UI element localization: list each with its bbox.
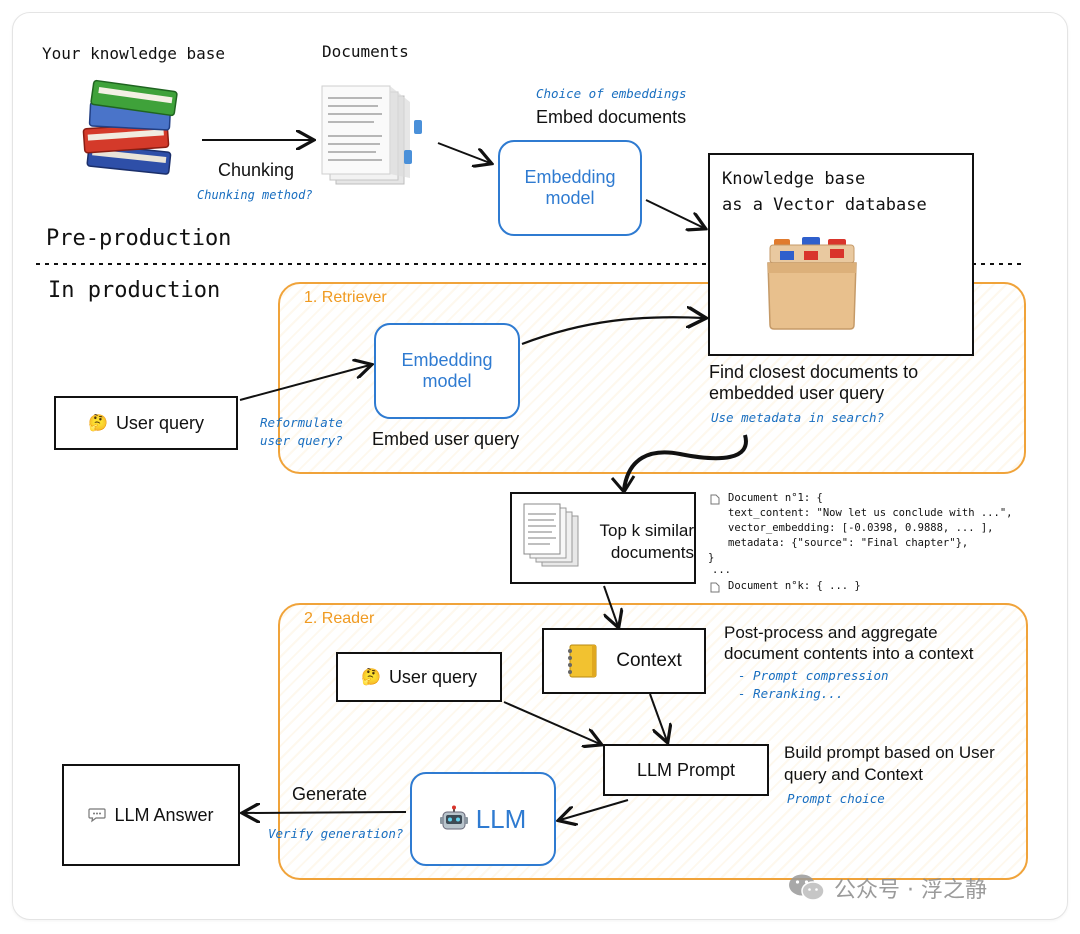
document-pages-icon — [321, 85, 422, 185]
embed-documents-label: Embed documents — [536, 107, 687, 127]
snippet-line-7: Document n°k: { ... } — [728, 580, 861, 592]
llm-answer-box: LLM Answer — [62, 764, 240, 866]
user-query-box: 🤔 User query — [54, 396, 238, 450]
snippet-line-5: } — [708, 552, 715, 564]
thinking-face-icon: 🤔 — [88, 415, 108, 432]
build-prompt-label: Build prompt based on User query and Con… — [784, 743, 995, 784]
document-stack-icon — [523, 503, 579, 567]
doc-icon-1 — [710, 494, 720, 505]
books-icon — [82, 79, 178, 175]
llm-label: LLM — [475, 803, 527, 834]
wechat-icon — [789, 874, 825, 901]
query-embedding-model-box: Embedding model — [374, 323, 520, 419]
context-box: Context — [542, 628, 706, 694]
generate-label: Generate — [292, 784, 368, 804]
prompt-choice-annotation: Prompt choice — [787, 791, 885, 806]
embed-user-query-label: Embed user query — [372, 429, 520, 449]
reformulate-annotation: Reformulate user query? — [260, 415, 343, 448]
user-query-box-2: 🤔 User query — [336, 652, 502, 702]
watermark-text: 公众号 · 浮之静 — [834, 878, 987, 903]
robot-icon — [439, 805, 468, 830]
production-stage-label: In production — [48, 278, 221, 303]
top-k-box: Top k similar documents — [510, 492, 696, 584]
retriever-title: 1. Retriever — [304, 289, 387, 306]
watermark: 公众号 · 浮之静 — [788, 872, 987, 904]
top-k-label: Top k similar documents — [599, 521, 694, 562]
speech-bubble-icon — [88, 808, 107, 823]
context-label: Context — [616, 650, 682, 671]
preproduction-stage-label: Pre-production — [46, 226, 232, 251]
snippet-line-2: text_content: "Now let us conclude with … — [728, 507, 1013, 519]
snippet-line-3: vector_embedding: [-0.0398, 0.9888, ... … — [728, 522, 994, 534]
postprocess-label: Post-process and aggregate document cont… — [724, 623, 974, 663]
vector-db-title-line1: Knowledge base — [722, 169, 866, 189]
documents-label: Documents — [322, 42, 409, 61]
file-cabinet-icon — [767, 237, 857, 330]
chunking-label: Chunking — [218, 160, 295, 180]
vector-database-box: Knowledge base as a Vector database — [708, 153, 974, 356]
verify-generation-annotation: Verify generation? — [268, 826, 404, 841]
llm-answer-label: LLM Answer — [114, 804, 214, 825]
user-query-label: User query — [115, 412, 204, 433]
notebook-icon — [568, 644, 597, 678]
llm-prompt-label: LLM Prompt — [636, 759, 736, 780]
prompt-compression-annotation: - Prompt compression — [738, 668, 889, 683]
snippet-line-6: ... — [712, 564, 731, 576]
chunking-method-annotation: Chunking method? — [197, 188, 313, 202]
snippet-line-4: metadata: {"source": "Final chapter"}, — [728, 537, 969, 549]
reader-title: 2. Reader — [304, 610, 375, 627]
find-closest-label: Find closest documents to embedded user … — [709, 362, 919, 403]
snippet-line-1: Document n°1: { — [728, 492, 823, 504]
use-metadata-annotation: Use metadata in search? — [711, 410, 885, 425]
embedding-model-box: Embedding model — [498, 140, 642, 236]
reranking-annotation: - Reranking... — [738, 686, 844, 701]
thinking-face-icon: 🤔 — [361, 669, 381, 686]
doc-icon-k — [710, 582, 720, 593]
user-query-label-2: User query — [388, 666, 477, 687]
llm-prompt-box: LLM Prompt — [603, 744, 769, 796]
vector-db-title-line2: as a Vector database — [722, 195, 927, 215]
choice-of-embeddings-annotation: Choice of embeddings — [536, 86, 687, 101]
knowledge-base-label: Your knowledge base — [42, 44, 226, 63]
llm-box: LLM — [410, 772, 556, 866]
